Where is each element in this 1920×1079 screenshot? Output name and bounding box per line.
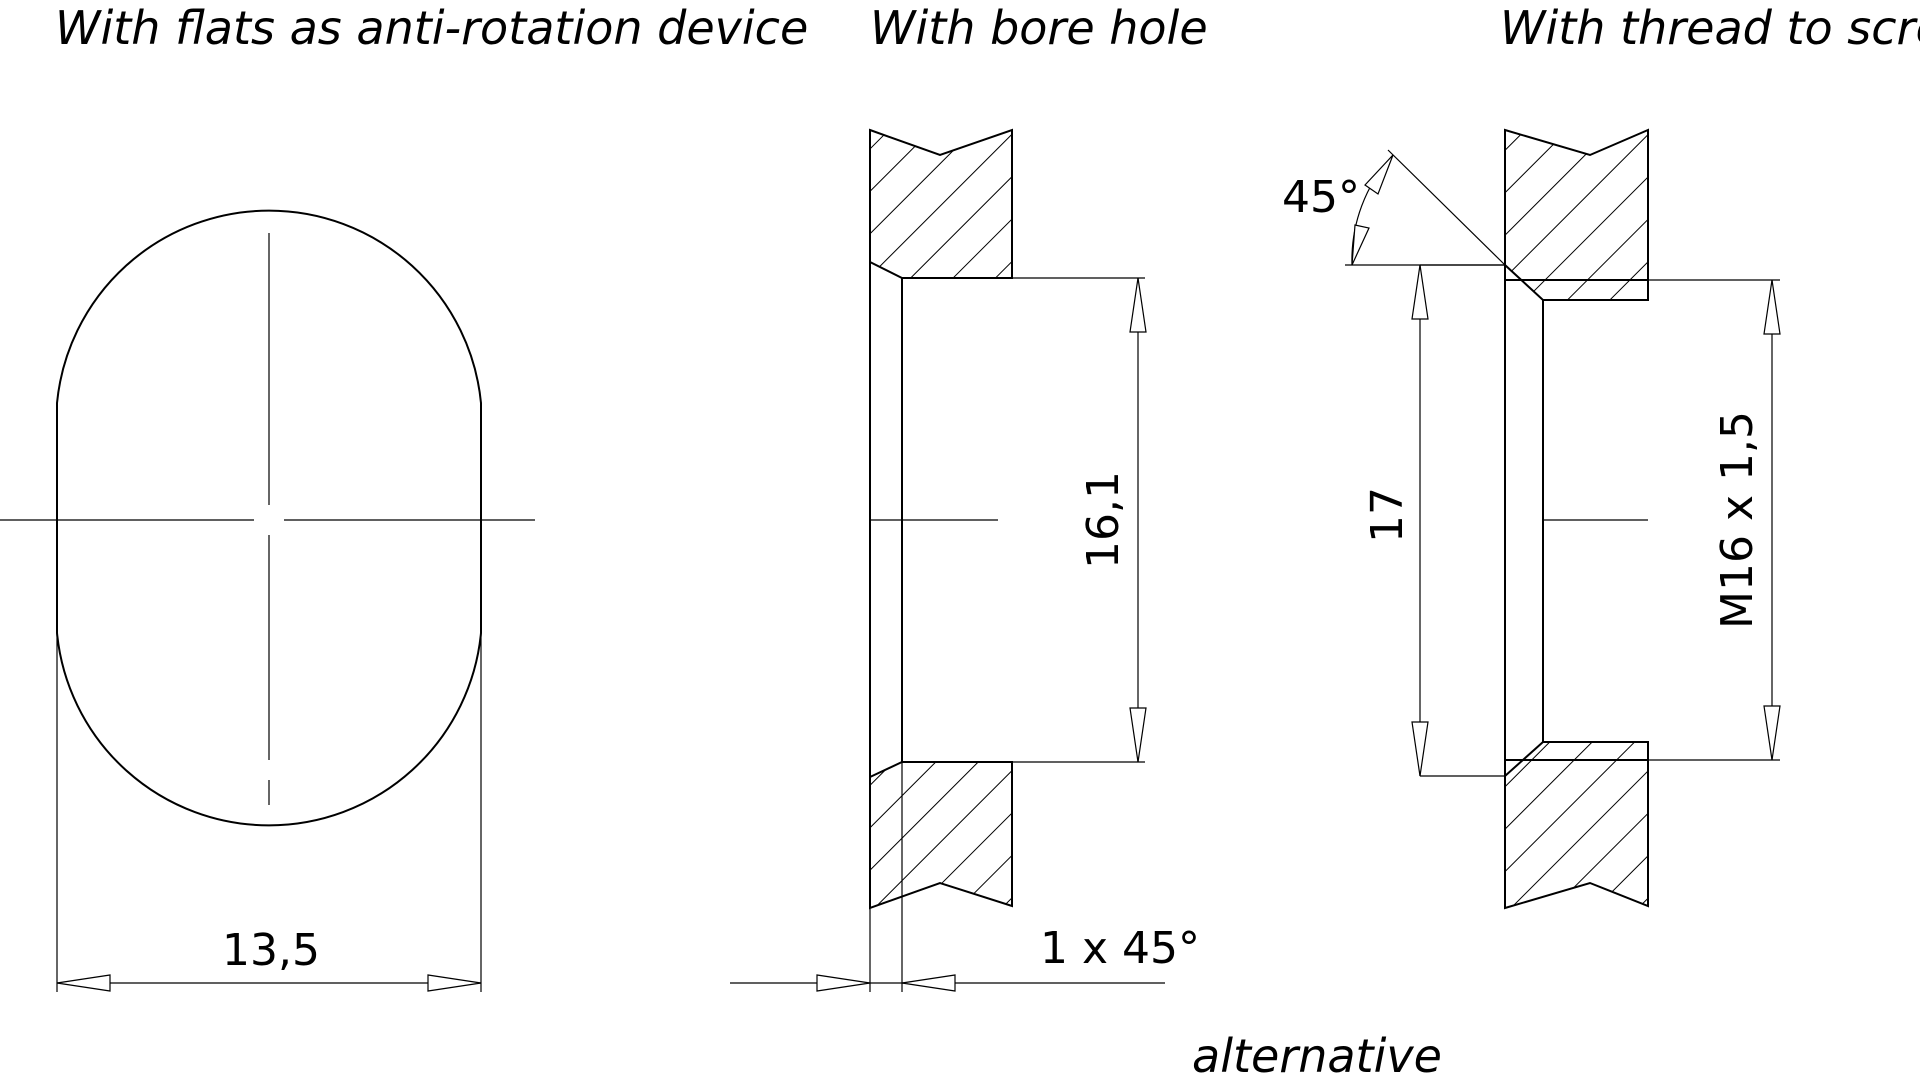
dimension-bore-diameter: 16,1 [1078,471,1129,569]
section-hatch-bottom [1504,741,1649,910]
section-hatch-top [1504,128,1649,301]
heading-bore-hole: With bore hole [870,1,1208,55]
arrow-head [427,974,482,992]
arrow-head [816,974,871,992]
arrow-head [1129,277,1147,333]
bore-hole-view [730,128,1165,992]
dimension-chamfer: 1 x 45° [1040,923,1200,974]
dimension-thread: M16 x 1,5 [1712,411,1763,629]
arrow-head [1763,705,1781,761]
arrow-head [1411,264,1429,320]
arrow-head [901,974,956,992]
alternative-label: alternative [1192,1029,1442,1079]
arrow-head [1129,707,1147,763]
heading-flats: With flats as anti-rotation device [55,1,808,55]
section-hatch-top [869,128,1013,279]
dimension-outer-diameter: 17 [1362,487,1413,543]
dimension-angle: 45° [1282,172,1360,223]
dimension-width-flats: 13,5 [222,925,320,976]
arrow-head [1411,721,1429,777]
arrow-head [56,974,111,992]
arrow-head [1763,279,1781,335]
flats-outline-view [0,209,535,992]
arrow-head [1351,224,1370,266]
section-hatch-bottom [869,761,1013,910]
thread-view [1345,128,1781,910]
heading-thread: With thread to screw in [1500,1,1920,55]
arrow-head [1364,154,1394,195]
